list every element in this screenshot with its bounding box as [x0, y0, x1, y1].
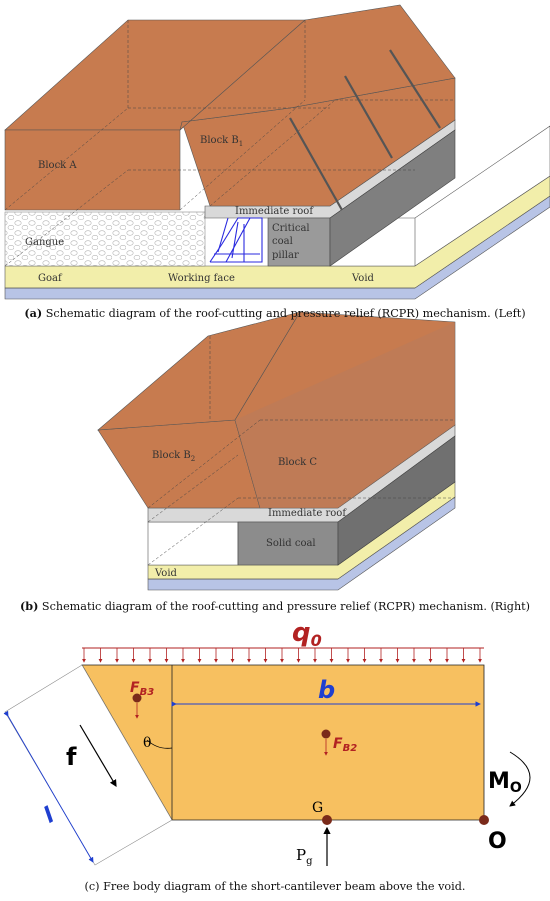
label-pillar: pillar — [272, 250, 299, 261]
caption-c: (c) Free body diagram of the short-canti… — [84, 880, 466, 893]
caption-b: (b) Schematic diagram of the roof-cuttin… — [19, 599, 531, 613]
panel-a-diagram: Block A Block B1 Gangue Immediate roof C… — [4, 4, 550, 300]
label-block-a: Block A — [38, 160, 77, 171]
fb2-point — [321, 729, 331, 739]
gangue-area — [4, 211, 206, 267]
label-fb3: FB3 — [130, 680, 154, 698]
label-o: O — [488, 829, 507, 854]
label-b: b — [318, 676, 335, 704]
label-block-b1: Block B1 — [200, 135, 243, 148]
theta-arc — [146, 739, 173, 749]
hidden-edges-a — [4, 20, 455, 267]
label-goaf: Goaf — [38, 273, 63, 284]
panel-c-diagram: q0 b f l θ FB3 FB2 MO G Pg O — [3, 618, 531, 867]
label-solid-coal: Solid coal — [266, 538, 316, 549]
label-critical: Critical — [272, 223, 310, 234]
void-box-b — [147, 521, 239, 566]
critical-coal-pillar-side — [329, 129, 456, 267]
label-pg: Pg — [296, 846, 313, 867]
block-b2 — [97, 419, 261, 509]
label-coal: coal — [272, 236, 293, 247]
f-arrow — [79, 724, 117, 788]
panel-b-diagram: Block B2 Block C Immediate roof Solid co… — [97, 311, 456, 591]
label-g: G — [312, 800, 323, 816]
hydraulic-support — [209, 217, 263, 263]
label-mo: MO — [488, 769, 522, 796]
label-void-b: Void — [154, 568, 178, 579]
l-dimension-line — [3, 710, 94, 863]
g-point — [322, 815, 332, 825]
hidden-edges-b — [147, 336, 455, 566]
label-f: f — [66, 743, 77, 771]
label-l: l — [40, 803, 59, 829]
label-q0: q0 — [292, 618, 322, 650]
label-theta: θ — [143, 735, 151, 751]
roof-cut-rods — [289, 49, 441, 211]
fb3-point — [132, 693, 142, 703]
label-fb2: FB2 — [333, 736, 357, 754]
label-immediate-roof-b: Immediate roof — [268, 508, 347, 519]
label-block-b2: Block B2 — [152, 450, 195, 463]
label-block-c: Block C — [278, 457, 317, 468]
o-point — [479, 815, 489, 825]
label-void-a: Void — [351, 273, 375, 284]
mo-arc — [509, 751, 531, 807]
solid-coal-side — [337, 435, 456, 566]
label-immediate-roof-a: Immediate roof — [235, 206, 314, 217]
block-c-gray-overlay — [235, 322, 455, 508]
distributed-load-arrows — [82, 648, 482, 663]
label-gangue: Gangue — [25, 237, 64, 248]
caption-a: (a) Schematic diagram of the roof-cuttin… — [24, 306, 526, 320]
label-working-face: Working face — [168, 273, 235, 284]
